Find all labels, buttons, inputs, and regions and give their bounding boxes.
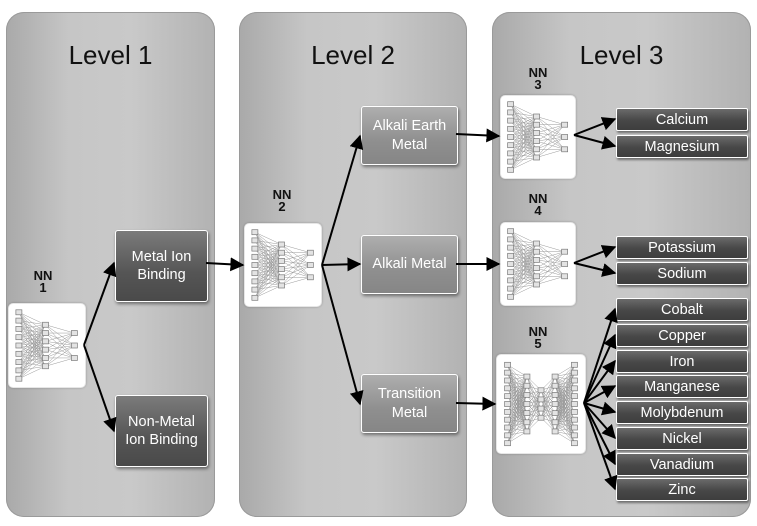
- nn3-label: NN 3: [528, 65, 548, 92]
- nn2-label: NN 2: [272, 187, 292, 214]
- alkali-earth-metal-box: Alkali Earth Metal: [361, 106, 458, 165]
- nn4-label: NN 4: [528, 191, 548, 218]
- output-nickel: Nickel: [616, 427, 748, 450]
- output-calcium: Calcium: [616, 108, 748, 131]
- output-iron: Iron: [616, 350, 748, 373]
- output-potassium: Potassium: [616, 236, 748, 259]
- level-3-title: Level 3: [579, 40, 664, 70]
- alkali-metal-box: Alkali Metal: [361, 235, 458, 294]
- nn1-network-icon: [8, 303, 86, 388]
- output-zinc: Zinc: [616, 478, 748, 501]
- output-sodium: Sodium: [616, 262, 748, 285]
- nn1-label: NN 1: [33, 268, 53, 295]
- output-vanadium: Vanadium: [616, 453, 748, 476]
- non-metal-ion-binding-box: Non-Metal Ion Binding: [115, 395, 208, 467]
- output-magnesium: Magnesium: [616, 135, 748, 158]
- nn5-label: NN 5: [528, 324, 548, 351]
- metal-ion-binding-box: Metal Ion Binding: [115, 230, 208, 302]
- output-copper: Copper: [616, 324, 748, 347]
- nn2-network-icon: [244, 223, 322, 307]
- transition-metal-box: Transition Metal: [361, 374, 458, 433]
- output-cobalt: Cobalt: [616, 298, 748, 321]
- level-2-title: Level 2: [311, 40, 395, 70]
- nn4-network-icon: [500, 222, 576, 306]
- output-molybdenum: Molybdenum: [616, 401, 748, 424]
- level-1-title: Level 1: [68, 40, 153, 70]
- output-manganese: Manganese: [616, 375, 748, 398]
- nn3-network-icon: [500, 95, 576, 179]
- nn5-network-icon: [496, 354, 586, 454]
